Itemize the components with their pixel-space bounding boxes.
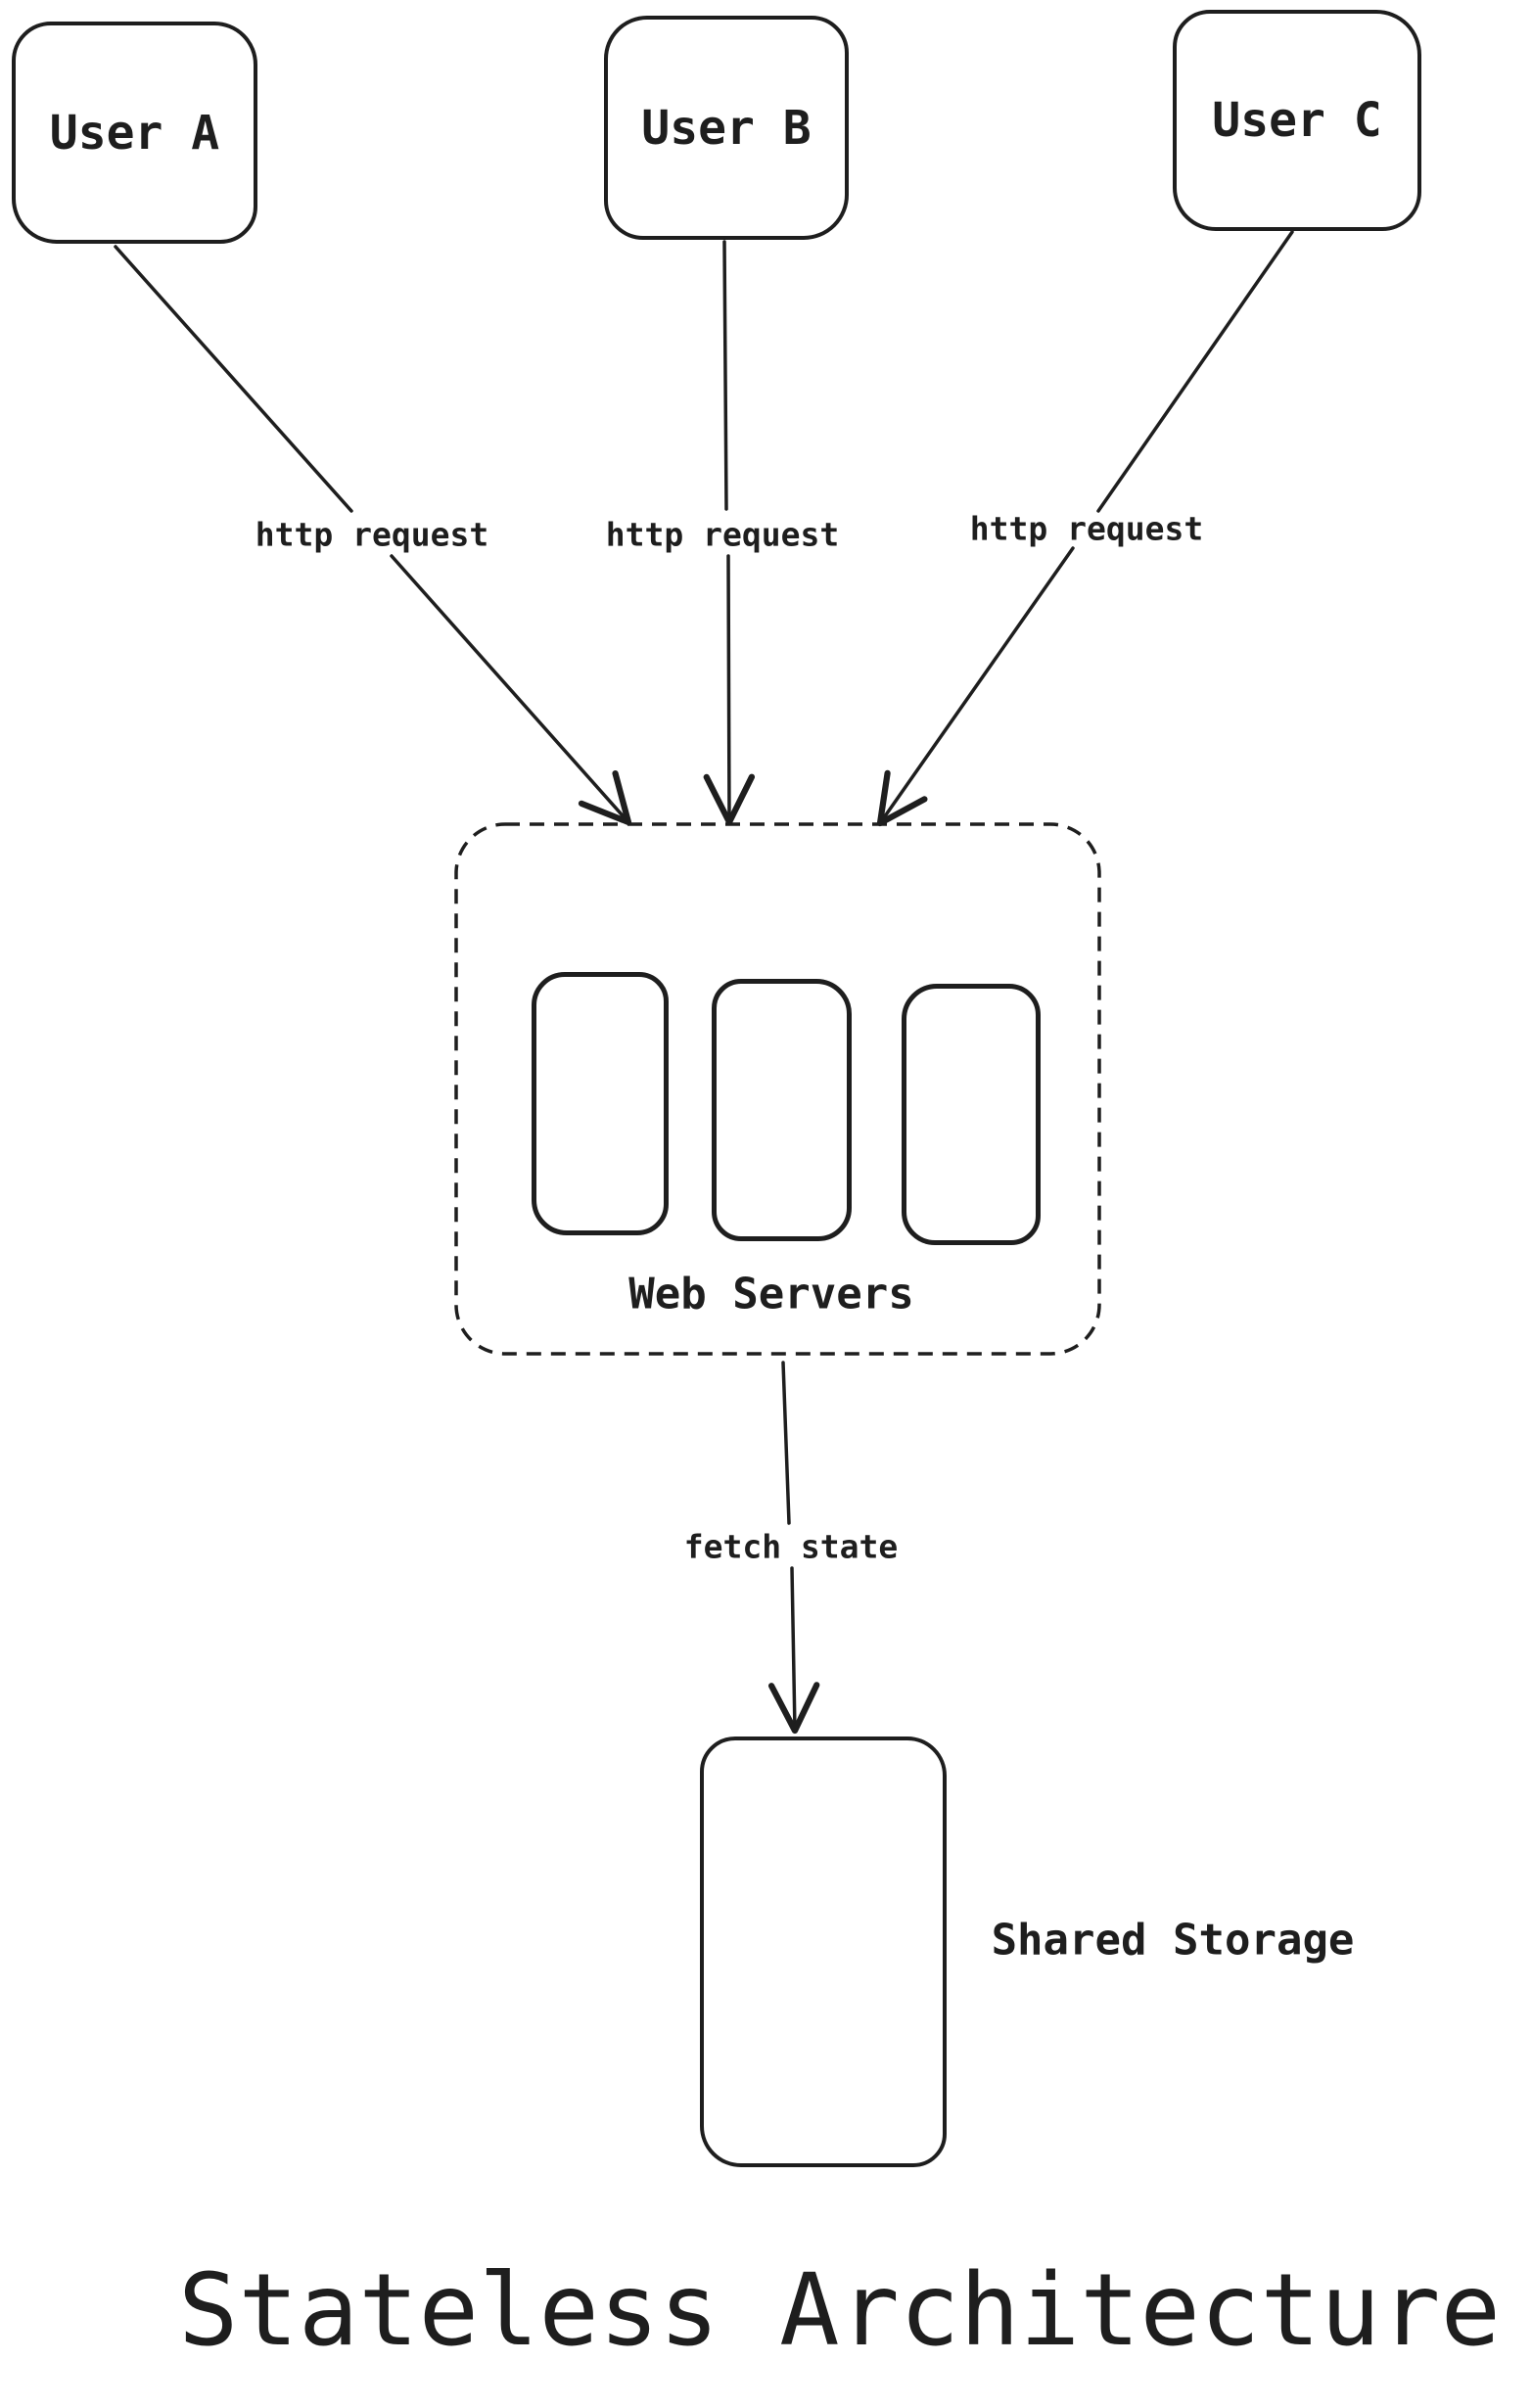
user-b-label: User B (641, 100, 812, 156)
user-a-label: User A (49, 105, 220, 161)
user-b-node: User B (604, 16, 849, 240)
server-box-2 (712, 979, 852, 1241)
user-c-node: User C (1173, 10, 1421, 231)
http-request-label-b: http request (605, 515, 840, 554)
server-box-3 (902, 984, 1041, 1245)
server-box-1 (532, 972, 669, 1235)
user-a-node: User A (12, 22, 257, 244)
shared-storage-label: Shared Storage (991, 1915, 1355, 1966)
web-servers-label: Web Servers (628, 1269, 914, 1320)
http-request-label-a: http request (255, 515, 489, 554)
http-request-label-c: http request (969, 509, 1204, 548)
shared-storage-node (700, 1737, 947, 2167)
fetch-state-label: fetch state (683, 1527, 899, 1566)
user-c-label: User C (1212, 93, 1382, 148)
diagram-title: Stateless Architecture (178, 2252, 1502, 2369)
